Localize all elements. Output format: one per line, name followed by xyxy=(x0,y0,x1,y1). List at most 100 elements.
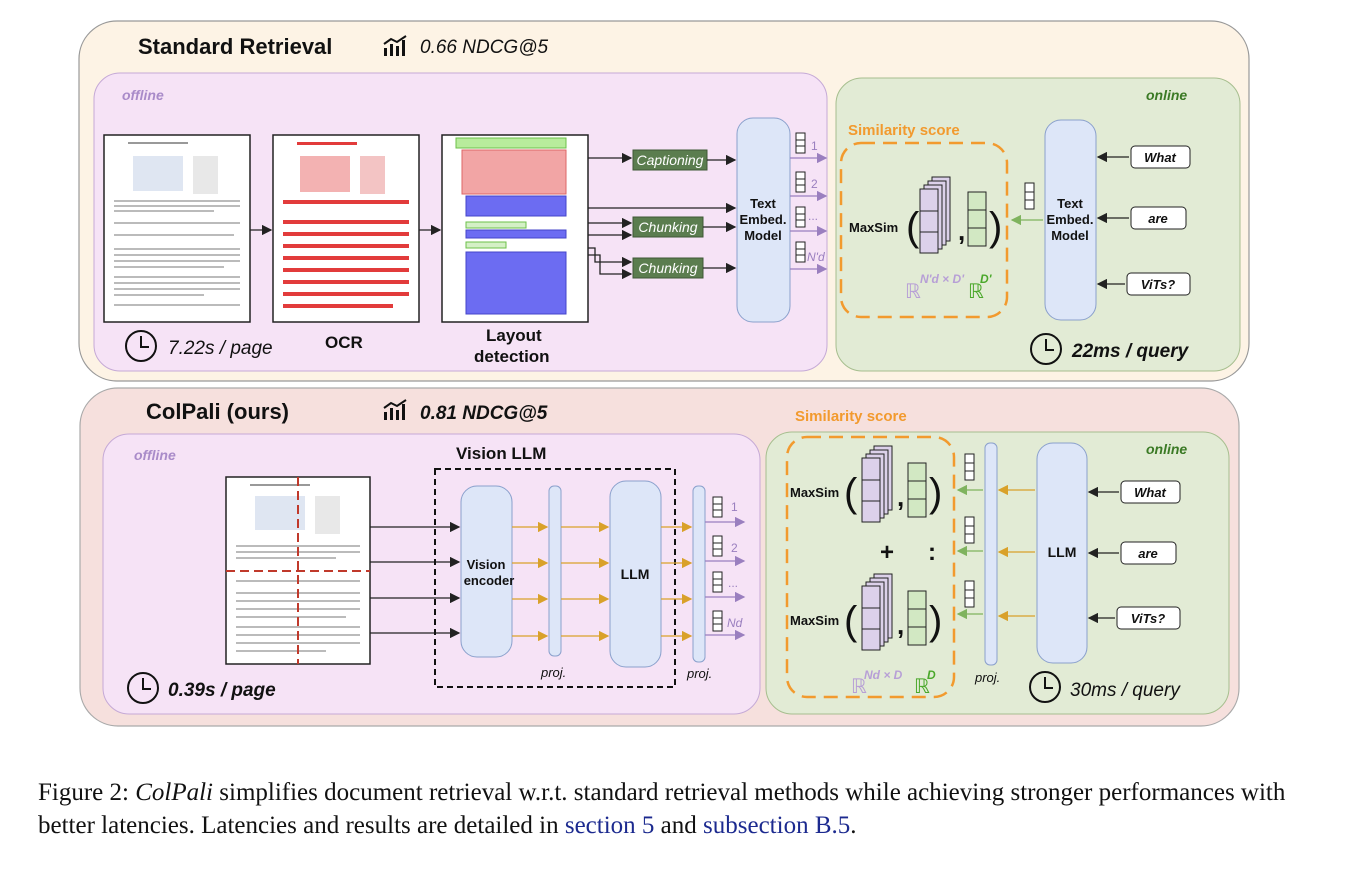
ocr-page xyxy=(272,134,420,323)
chunking-label-2: Chunking xyxy=(638,260,697,276)
top-online-latency: 22ms / query xyxy=(1071,341,1190,362)
colpali-title: ColPali (ours) xyxy=(146,399,289,424)
chart-icon xyxy=(383,399,407,420)
embed-model-line-1: Text xyxy=(750,196,776,211)
svg-text:ℝ: ℝ xyxy=(968,281,984,303)
svg-text:,: , xyxy=(958,216,965,246)
doc-embedding-stack xyxy=(861,573,893,651)
svg-text:ℝ: ℝ xyxy=(905,281,921,303)
colpali-score: 0.81 NDCG@5 xyxy=(420,403,548,424)
top-vec-label-3: ... xyxy=(808,209,818,223)
top-query-word-3 xyxy=(1126,272,1191,296)
svg-text:Text: Text xyxy=(1057,196,1083,211)
bottom-offline-latency: 0.39s / page xyxy=(168,680,276,701)
svg-text:(: ( xyxy=(844,599,858,643)
standard-retrieval-title: Standard Retrieval xyxy=(138,34,332,59)
top-query-word-1 xyxy=(1130,145,1191,169)
colpali-figure: Standard Retrieval 0.66 NDCG@5 offline O… xyxy=(78,20,1250,727)
standard-score: 0.66 NDCG@5 xyxy=(420,37,548,58)
svg-text:2: 2 xyxy=(731,541,738,555)
caption-italic: ColPali xyxy=(135,779,214,806)
caption-prefix: Figure 2: xyxy=(38,779,136,806)
top-similarity-box xyxy=(839,141,1009,319)
vertical-dots: : xyxy=(928,539,936,566)
svg-text:1: 1 xyxy=(731,500,738,514)
top-similarity-title: Similarity score xyxy=(848,122,960,139)
vision-llm-box xyxy=(434,468,676,688)
svg-text:Embed.: Embed. xyxy=(1047,212,1094,227)
svg-text:,: , xyxy=(897,482,904,512)
svg-text:ℝ: ℝ xyxy=(914,676,930,698)
bottom-dim-doc: Nd × D xyxy=(864,668,903,682)
svg-text:): ) xyxy=(929,599,942,643)
embed-model-line-3: Model xyxy=(744,228,782,243)
proj-label-2: proj. xyxy=(686,666,712,681)
bottom-dim-query: D xyxy=(927,668,936,682)
bottom-query-vectors xyxy=(964,453,975,608)
svg-text:): ) xyxy=(929,471,942,515)
svg-text:What: What xyxy=(1144,150,1176,165)
top-dim-doc: N'd × D' xyxy=(920,272,965,286)
bottom-query-word-3 xyxy=(1116,606,1181,630)
clock-icon xyxy=(125,330,157,362)
svg-text:LLM: LLM xyxy=(1048,544,1077,560)
chunking-label-1: Chunking xyxy=(638,219,697,235)
bottom-output-vectors xyxy=(712,496,723,632)
embed-model-line-2: Embed. xyxy=(740,212,787,227)
svg-text:LLM: LLM xyxy=(621,566,650,582)
caption-end: . xyxy=(850,812,857,839)
proj-label-1: proj. xyxy=(540,665,566,680)
top-vec-label-2: 2 xyxy=(811,177,818,191)
proj-bar-2 xyxy=(692,485,706,663)
caption-link-subsection[interactable]: subsection B.5 xyxy=(703,812,851,839)
svg-text:,: , xyxy=(897,610,904,640)
bottom-maxsim-1: MaxSim xyxy=(790,485,839,500)
clock-icon xyxy=(1029,671,1061,703)
layout-page xyxy=(441,134,589,323)
svg-text:Nd: Nd xyxy=(727,616,743,630)
llm-online xyxy=(1036,442,1088,664)
doc-embedding-stack xyxy=(919,176,951,254)
query-embedding xyxy=(907,462,927,518)
text-embed-model-online xyxy=(1044,119,1097,321)
bottom-maxsim-2: MaxSim xyxy=(790,613,839,628)
bottom-query-word-1 xyxy=(1120,480,1181,504)
vision-llm-label: Vision LLM xyxy=(456,444,546,463)
svg-text:Vision: Vision xyxy=(467,557,506,572)
query-embedding xyxy=(967,191,987,247)
svg-text:ℝ: ℝ xyxy=(851,676,867,698)
svg-text:What: What xyxy=(1134,485,1166,500)
plus-sign: + xyxy=(880,539,894,566)
caption-text: simplifies document retrieval w.r.t. sta… xyxy=(38,779,1286,839)
bottom-similarity-title: Similarity score xyxy=(795,408,907,425)
captioning-label: Captioning xyxy=(637,152,704,168)
doc-embedding-stack xyxy=(861,445,893,523)
proj-bar-1 xyxy=(548,485,562,657)
proj-label-3: proj. xyxy=(974,670,1000,685)
svg-text:): ) xyxy=(989,205,1002,249)
svg-text:are: are xyxy=(1148,211,1168,226)
top-dim-query: D' xyxy=(980,272,993,286)
ocr-label: OCR xyxy=(325,333,363,352)
llm-offline xyxy=(609,480,662,668)
bottom-online-latency: 30ms / query xyxy=(1070,680,1181,701)
svg-text:(: ( xyxy=(906,205,920,249)
svg-text:ViTs?: ViTs? xyxy=(1141,277,1175,292)
layout-label-1: Layout xyxy=(486,326,542,345)
document-page xyxy=(103,134,251,323)
top-offline-label: offline xyxy=(122,87,164,103)
vision-encoder xyxy=(460,485,513,658)
top-offline-latency: 7.22s / page xyxy=(168,338,273,359)
caption-link-section[interactable]: section 5 xyxy=(564,812,655,839)
gold-arrows xyxy=(512,521,693,642)
clock-icon xyxy=(1030,333,1062,365)
svg-text:(: ( xyxy=(844,471,858,515)
clock-icon xyxy=(127,672,159,704)
patched-document xyxy=(225,476,371,665)
text-embed-model-offline xyxy=(736,117,791,323)
query-embedding xyxy=(907,590,927,646)
caption-and: and xyxy=(654,812,704,839)
top-query-word-2 xyxy=(1130,206,1187,230)
svg-text:ViTs?: ViTs? xyxy=(1131,611,1165,626)
chart-icon xyxy=(383,35,407,56)
